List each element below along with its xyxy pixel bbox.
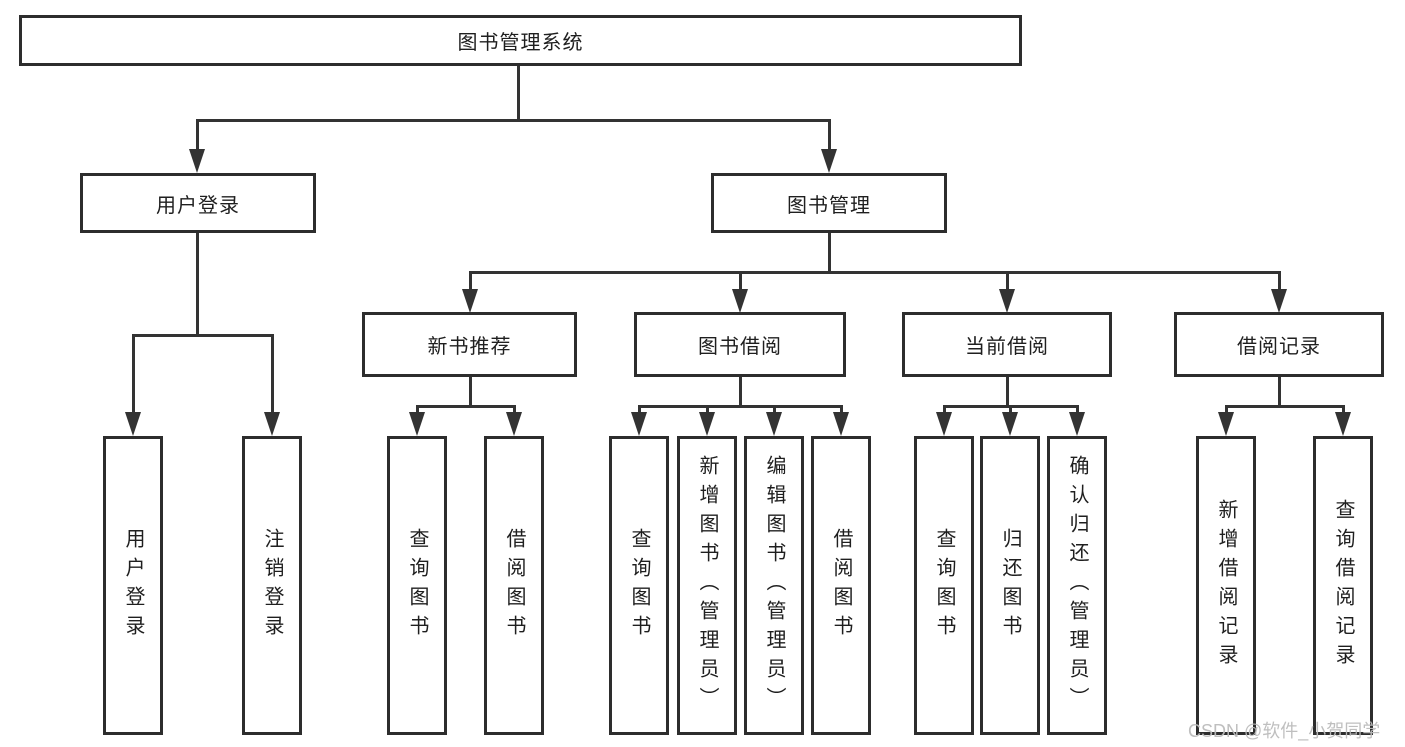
leaf-add-books-admin: 新增图书（管理员） [677,436,737,735]
edge-shaft-new-book-recommend [469,271,472,290]
edge-book-management-split [469,271,1281,274]
edge-book-management-stub [828,230,831,273]
node-book-borrow: 图书借阅 [634,312,846,377]
edge-new-book-recommend-stub [469,374,472,408]
leaf-label: 查询借阅记录 [1332,498,1354,673]
node-user-login: 用户登录 [80,173,316,233]
leaf-query-books-current: 查询图书 [914,436,974,735]
leaf-confirm-return-admin: 确认归还（管理员） [1047,436,1107,735]
leaf-label: 借阅图书 [503,527,525,644]
edge-new-book-recommend-split [416,405,516,408]
edge-root-stub [517,63,520,121]
leaf-logout: 注销登录 [242,436,302,735]
edge-borrow-records-split [1225,405,1345,408]
node-book-management: 图书管理 [711,173,947,233]
node-label: 借阅记录 [1237,336,1321,358]
node-label: 新书推荐 [427,336,512,358]
leaf-label: 确认归还（管理员） [1066,455,1088,716]
arrowhead-new-book-recommend [462,289,478,313]
edge-shaft-leaf [943,405,946,414]
arrowhead-leaf [264,412,280,436]
edge-shaft-book-borrow [739,271,742,290]
edge-book-borrow-stub [739,374,742,408]
arrowhead-leaf [936,412,952,436]
leaf-borrow-books-borrow: 借阅图书 [811,436,871,735]
leaf-query-books-recommend: 查询图书 [387,436,447,735]
edge-root-split [197,119,831,122]
edge-shaft-borrow-records [1278,271,1281,290]
edge-shaft-book-management [828,119,831,150]
edge-user-login-stub [196,230,199,337]
edge-shaft-leaf [513,405,516,414]
leaf-label: 注销登录 [261,527,283,644]
edge-shaft-leaf [840,405,843,414]
edge-shaft-user-login [196,119,199,150]
arrowhead-user-login [189,149,205,173]
leaf-label: 新增图书（管理员） [696,455,718,716]
leaf-query-books-borrow: 查询图书 [609,436,669,735]
arrowhead-leaf [699,412,715,436]
edge-shaft-leaf [706,405,709,414]
leaf-edit-books-admin: 编辑图书（管理员） [744,436,804,735]
edge-shaft-leaf [416,405,419,414]
edge-shaft-leaf [773,405,776,414]
edge-shaft-leaf [1225,405,1228,414]
leaf-label: 查询图书 [406,527,428,644]
leaf-label: 借阅图书 [830,527,852,644]
edge-shaft-leaf-user-login [132,334,135,413]
arrowhead-book-management [821,149,837,173]
edge-shaft-leaf [638,405,641,414]
edge-user-login-split [132,334,274,337]
leaf-label: 查询图书 [628,527,650,644]
arrowhead-leaf [1218,412,1234,436]
arrowhead-leaf [1002,412,1018,436]
node-label: 图书管理系统 [457,32,584,54]
edge-shaft-leaf [1009,405,1012,414]
edge-shaft-current-borrow [1006,271,1009,290]
leaf-return-books: 归还图书 [980,436,1040,735]
edge-current-borrow-stub [1006,374,1009,408]
leaf-label: 归还图书 [999,527,1021,644]
leaf-borrow-books-recommend: 借阅图书 [484,436,544,735]
leaf-query-borrow-record: 查询借阅记录 [1313,436,1373,735]
edge-borrow-records-stub [1278,374,1281,408]
edge-shaft-leaf [1342,405,1345,414]
edge-book-borrow-split [638,405,843,408]
leaf-label: 查询图书 [933,527,955,644]
node-borrow-records: 借阅记录 [1174,312,1384,377]
arrowhead-leaf [125,412,141,436]
leaf-label: 用户登录 [122,527,144,644]
leaf-user-login: 用户登录 [103,436,163,735]
arrowhead-leaf [409,412,425,436]
arrowhead-leaf [1335,412,1351,436]
node-current-borrow: 当前借阅 [902,312,1112,377]
leaf-add-borrow-record: 新增借阅记录 [1196,436,1256,735]
node-label: 图书借阅 [698,336,782,358]
node-library-management-system: 图书管理系统 [19,15,1022,66]
node-label: 当前借阅 [965,336,1049,358]
arrowhead-leaf [631,412,647,436]
node-label: 用户登录 [156,194,240,217]
node-label: 图书管理 [787,194,871,217]
edge-shaft-leaf [1076,405,1079,414]
arrowhead-leaf [833,412,849,436]
arrowhead-current-borrow [999,289,1015,313]
arrowhead-borrow-records [1271,289,1287,313]
leaf-label: 新增借阅记录 [1215,498,1237,673]
leaf-label: 编辑图书（管理员） [763,455,785,716]
edge-shaft-leaf-logout [271,334,274,413]
arrowhead-leaf [766,412,782,436]
arrowhead-book-borrow [732,289,748,313]
csdn-watermark: CSDN @软件_小贺同学 [1188,721,1381,741]
arrowhead-leaf [506,412,522,436]
arrowhead-leaf [1069,412,1085,436]
node-new-book-recommend: 新书推荐 [362,312,577,377]
